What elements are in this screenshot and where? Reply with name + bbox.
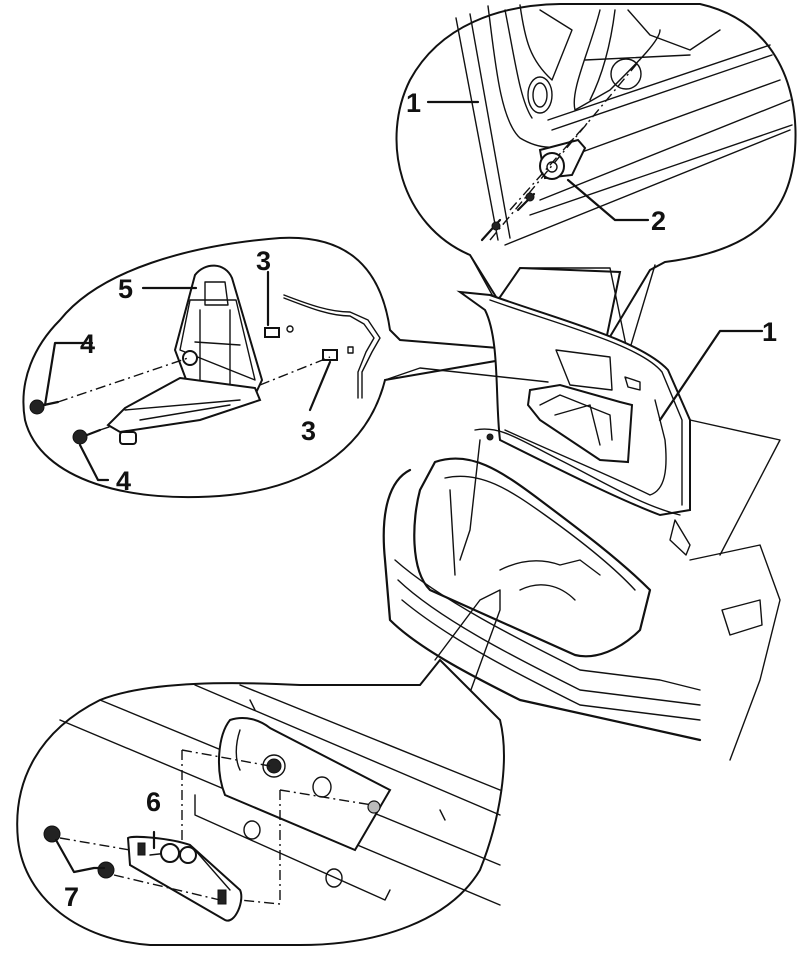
- lid-hole-round: [610, 58, 642, 90]
- leader-2: [566, 178, 650, 222]
- leader-7: [54, 838, 106, 874]
- warning-triangle-bracket: [106, 264, 264, 445]
- upper-detail-outline: [395, 3, 797, 346]
- lid-window-recess: [555, 349, 613, 391]
- leader-4b: [78, 443, 110, 482]
- callout-leaders: [43, 100, 764, 874]
- callout-label-2: 2: [651, 206, 666, 236]
- screw-upper: [29, 399, 60, 415]
- upper-detail-view: [395, 3, 797, 346]
- cable: [283, 294, 381, 399]
- left-detail-outline: [22, 236, 549, 499]
- callout-label-5: 5: [118, 274, 133, 304]
- leader-4a: [43, 341, 94, 407]
- clip-lower: [322, 346, 354, 361]
- car-rear-view: [382, 254, 781, 761]
- callout-label-1a: 1: [406, 88, 421, 118]
- leader-3b: [308, 360, 332, 412]
- left-detail-view: [22, 236, 549, 499]
- callout-label-7: 7: [64, 882, 79, 912]
- callout-label-4a: 4: [80, 329, 95, 359]
- screw-lower: [72, 428, 102, 445]
- lower-detail-view: [16, 658, 505, 946]
- trunk-opening: [413, 457, 652, 658]
- callout-label-6: 6: [146, 787, 161, 817]
- leader-1b: [658, 329, 764, 422]
- callout-label-3a: 3: [256, 246, 271, 276]
- callout-label-1b: 1: [762, 317, 777, 347]
- nut-lower: [97, 861, 115, 879]
- lock-housing: [217, 717, 392, 852]
- lid-hole: [527, 76, 553, 114]
- callout-label-3b: 3: [301, 416, 316, 446]
- license-plate-recess: [194, 794, 391, 901]
- callout-label-4b: 4: [116, 466, 131, 496]
- clip-upper: [264, 325, 294, 338]
- tail-light: [721, 599, 763, 636]
- lock-striker-plate: [126, 835, 243, 922]
- nut-upper: [43, 825, 61, 843]
- buffer-bolt: [480, 192, 536, 242]
